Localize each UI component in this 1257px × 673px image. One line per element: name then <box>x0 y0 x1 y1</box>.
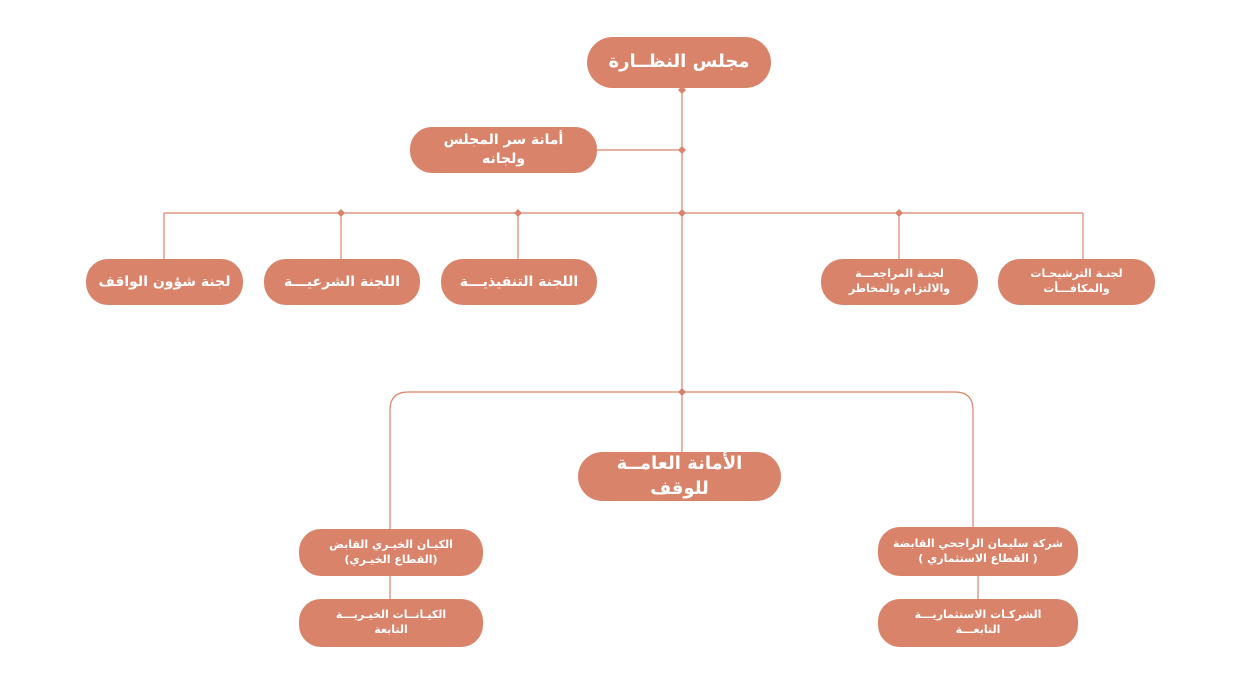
node-audit: لجنـة المراجعـــة والالتزام والمخاطر <box>821 259 978 305</box>
node-nominations-label-2: والمكافـــأت <box>1043 282 1110 295</box>
node-waqif-affairs-label: لجنة شؤون الواقف <box>98 273 231 290</box>
node-executive: اللجنة التنفيذيـــة <box>441 259 597 305</box>
node-sulaiman-holding-label-2: ( القطاع الاستثماري ) <box>918 551 1038 565</box>
node-nominations: لجنـة الترشيحـات والمكافـــأت <box>998 259 1155 305</box>
node-general-secretariat: الأمانة العامــة للوقف <box>578 452 781 501</box>
node-charity-entities-label-2: التابعة <box>374 623 408 636</box>
junction-diamond-secretariat <box>678 146 686 154</box>
node-charity-entities-label-1: الكيـانــات الخيـريـــة <box>335 608 447 622</box>
node-investment-companies: الشركـات الاستثماريـــة التابعـــة <box>878 599 1078 647</box>
node-secretariat-label: أمانة سر المجلس ولجانه <box>443 132 564 167</box>
node-charity-holding-label-2: (القطاع الخيـري) <box>344 552 438 566</box>
node-nominations-label-1: لجنـة الترشيحـات <box>1030 267 1123 281</box>
junction-diamond-sharia <box>337 209 345 217</box>
junction-diamond-top <box>678 86 686 94</box>
node-audit-label-1: لجنـة المراجعـــة <box>855 267 944 281</box>
node-sharia-label: اللجنة الشرعيـــة <box>283 273 401 290</box>
junction-diamond-lower <box>678 388 686 396</box>
node-executive-label: اللجنة التنفيذيـــة <box>459 273 579 290</box>
node-investment-companies-label-2: التابعـــة <box>955 623 1001 636</box>
node-sharia: اللجنة الشرعيـــة <box>264 259 420 305</box>
node-investment-companies-label-1: الشركـات الاستثماريـــة <box>914 608 1042 622</box>
node-sulaiman-holding: شركة سليمان الراجحي القابضة ( القطاع الا… <box>878 527 1078 576</box>
node-board: مجلس النظــارة <box>587 37 771 88</box>
node-secretariat: أمانة سر المجلس ولجانه <box>410 127 597 173</box>
node-charity-holding-label-1: الكيـان الخيـري القابض <box>329 537 453 551</box>
node-waqif-affairs: لجنة شؤون الواقف <box>86 259 243 305</box>
junction-diamond-committees <box>678 209 686 217</box>
node-audit-label-2: والالتزام والمخاطر <box>848 282 951 295</box>
node-general-secretariat-label: الأمانة العامــة للوقف <box>616 453 743 499</box>
node-charity-holding: الكيـان الخيـري القابض (القطاع الخيـري) <box>299 529 483 576</box>
node-charity-entities: الكيـانــات الخيـريـــة التابعة <box>299 599 483 647</box>
node-board-label: مجلس النظــارة <box>608 51 750 73</box>
junction-diamond-executive <box>514 209 522 217</box>
node-sulaiman-holding-label-1: شركة سليمان الراجحي القابضة <box>893 536 1063 550</box>
junction-diamond-audit <box>895 209 903 217</box>
